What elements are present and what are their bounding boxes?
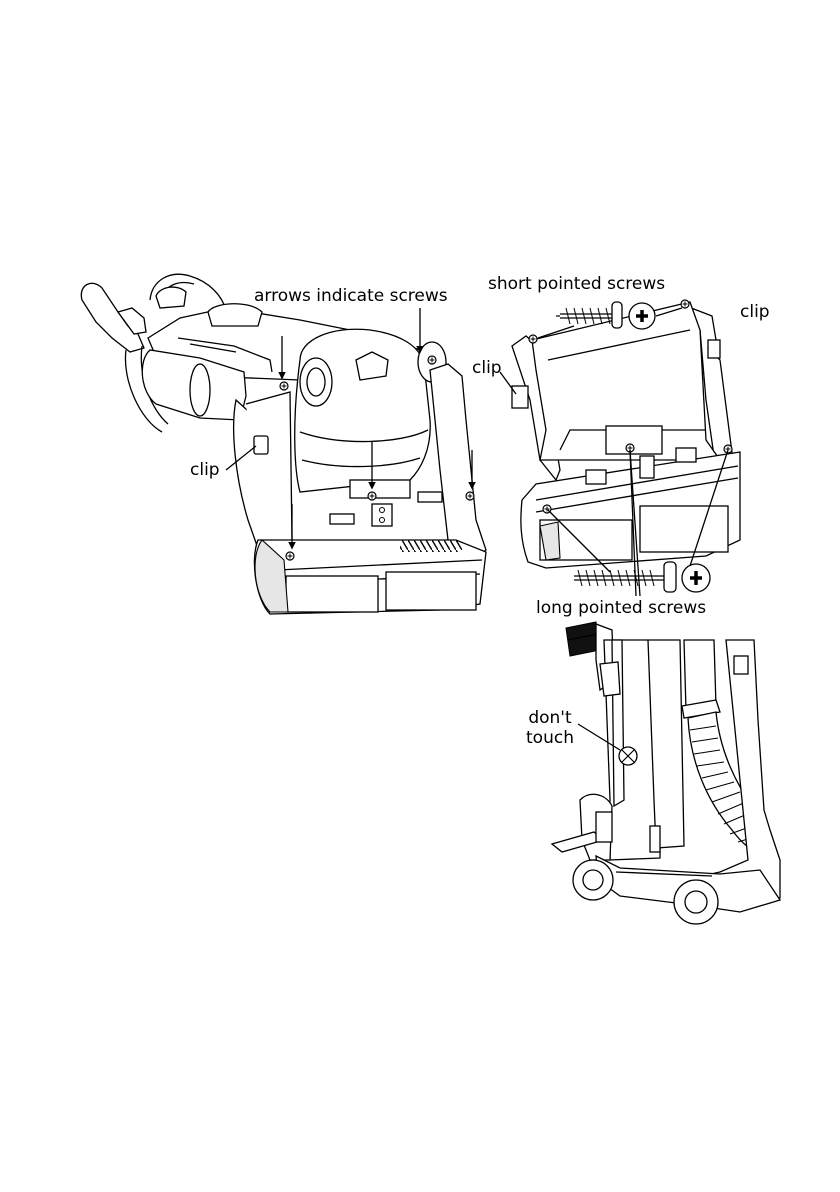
- screw-icon: [466, 492, 474, 500]
- dont-touch-line1: don't: [528, 708, 571, 728]
- vacuum-cleaner-icon: [552, 622, 780, 924]
- screw-icon: [428, 356, 436, 364]
- arrows-indicate-screws-label: arrows indicate screws: [254, 286, 448, 306]
- screw-icon: [368, 492, 376, 500]
- screw-icon: [529, 335, 537, 343]
- screw-icon: [681, 300, 689, 308]
- dont-touch-line2: touch: [526, 728, 574, 748]
- vacuum-foot-underside: [81, 274, 486, 614]
- screw-icon: [286, 552, 294, 560]
- short-pointed-screws-label: short pointed screws: [488, 274, 665, 294]
- long-pointed-screws-label: long pointed screws: [536, 598, 706, 618]
- clip-label-middle: clip: [472, 358, 502, 378]
- bottom-plate-frame: [512, 300, 740, 568]
- clip-label-left: clip: [190, 460, 220, 480]
- dont-touch-label: don't touch: [518, 708, 582, 748]
- clip-label-top-right: clip: [740, 302, 770, 322]
- screw-icon: [280, 382, 288, 390]
